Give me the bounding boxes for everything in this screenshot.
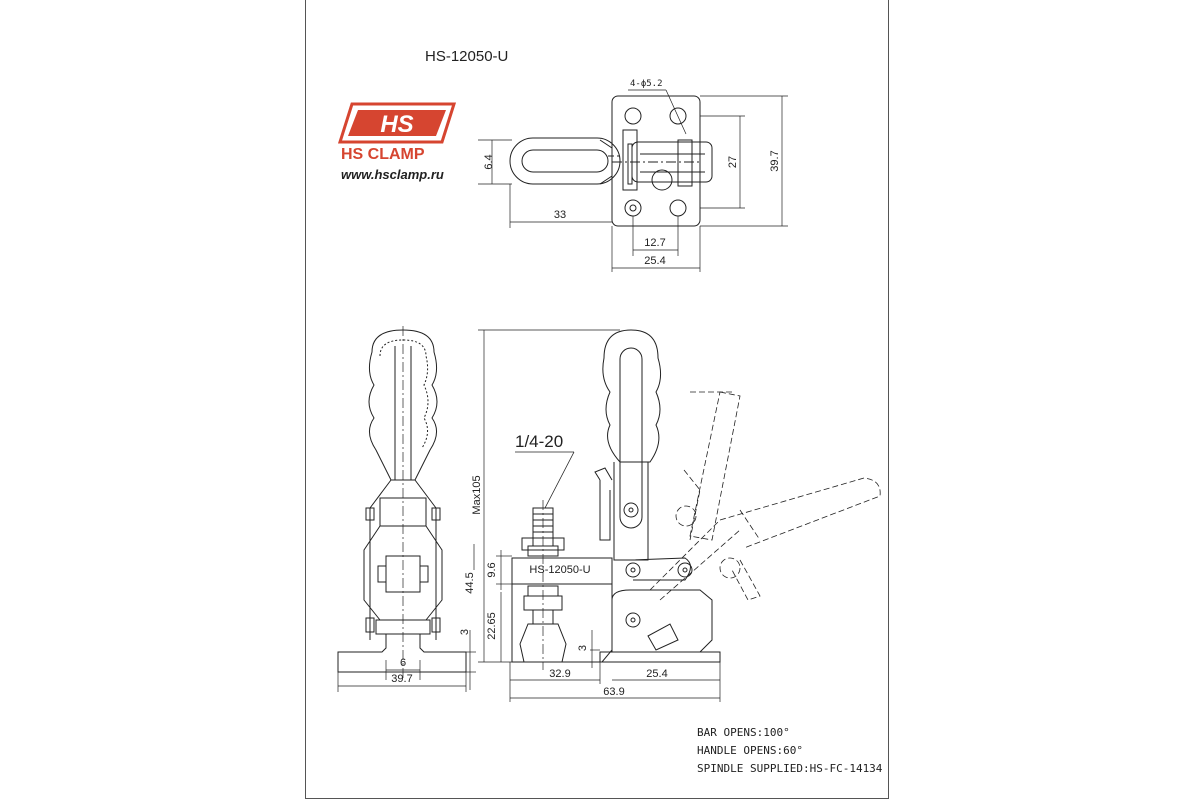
end-dim-6: 6 xyxy=(400,657,406,669)
note-handle-opens: HANDLE OPENS:60° xyxy=(697,744,803,757)
dim-25-4: 25.4 xyxy=(644,255,665,267)
pivot-pin xyxy=(625,562,641,578)
end-view: 6 3 39.7 xyxy=(337,326,476,692)
end-base xyxy=(337,633,467,673)
pivot-pin xyxy=(677,562,693,578)
clamp-body xyxy=(511,557,613,663)
dim-63-9: 63.9 xyxy=(603,686,624,698)
mount-hole xyxy=(624,107,642,125)
handle-grip-side xyxy=(602,329,662,463)
dim-33: 33 xyxy=(554,209,566,221)
mount-hole xyxy=(624,199,642,217)
thread-callout: 1/4-20 xyxy=(515,432,563,451)
dim-12-7: 12.7 xyxy=(644,237,665,249)
logo-name: HS CLAMP xyxy=(341,146,425,163)
pivot-pin xyxy=(625,612,641,628)
logo-url: www.hsclamp.ru xyxy=(341,167,444,182)
hole-callout: 4-ϕ5.2 xyxy=(630,79,663,89)
dim-3: 3 xyxy=(577,645,589,651)
dim-44-5: 44.5 xyxy=(464,572,476,593)
mount-hole xyxy=(669,107,687,125)
open-position-outline xyxy=(649,391,881,601)
logo-badge-text: HS xyxy=(380,111,413,138)
dim-27: 27 xyxy=(727,156,739,168)
top-view: 6.4 33 12.7 25.4 27 39.7 xyxy=(478,79,788,272)
dim-max105: Max105 xyxy=(471,475,483,514)
body-label: HS-12050-U xyxy=(529,564,590,576)
side-base xyxy=(611,589,713,653)
end-dim-39-7: 39.7 xyxy=(391,673,412,685)
mount-hole xyxy=(669,199,687,217)
pivot-pin xyxy=(623,502,639,518)
spec-notes: BAR OPENS:100° HANDLE OPENS:60° SPINDLE … xyxy=(697,724,882,778)
drawing-frame xyxy=(305,0,889,799)
handle-grip-top xyxy=(509,137,621,185)
note-bar-opens: BAR OPENS:100° xyxy=(697,726,790,739)
logo-badge: HS xyxy=(338,102,457,144)
dim-39-7: 39.7 xyxy=(769,150,781,171)
dim-32-9: 32.9 xyxy=(549,668,570,680)
dim-9-6: 9.6 xyxy=(486,562,498,577)
side-view: HS-12050-U xyxy=(464,329,881,702)
note-spindle: SPINDLE SUPPLIED:HS-FC-14134 xyxy=(697,762,883,775)
dim-25-4-side: 25.4 xyxy=(646,668,667,680)
end-dim-3: 3 xyxy=(459,629,471,635)
spindle-tip xyxy=(519,623,567,663)
handle-grip-end xyxy=(368,329,438,481)
dim-22-65: 22.65 xyxy=(486,612,498,640)
dim-6-4: 6.4 xyxy=(483,154,495,169)
drawing-title: HS-12050-U xyxy=(425,48,509,65)
